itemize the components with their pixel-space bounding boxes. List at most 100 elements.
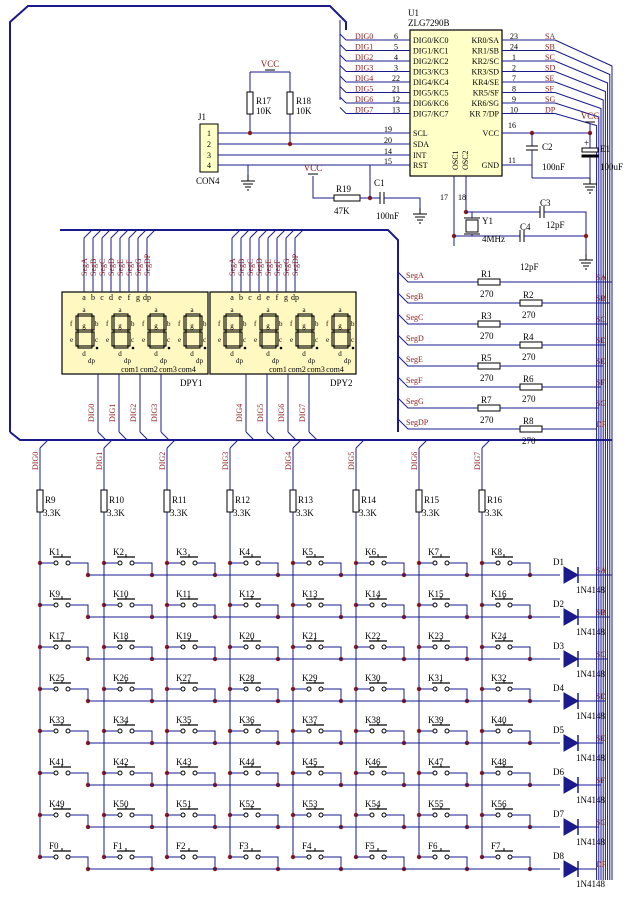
key-label: K8: [491, 547, 502, 557]
key-contact: [53, 686, 59, 692]
bus-entry: [128, 229, 138, 239]
display-com: com1: [269, 365, 287, 374]
resistor-ref: R1: [481, 269, 492, 279]
segment: [225, 313, 241, 317]
segment-label: dp: [88, 357, 96, 365]
bus-entry: [339, 54, 347, 62]
key-contact: [65, 686, 71, 692]
key-label: F6: [428, 841, 438, 851]
key-contact: [318, 644, 324, 650]
bus-entry: [339, 44, 347, 51]
resistor-r1: [477, 278, 501, 286]
u1-pin-name: DIG7/KC7: [413, 110, 449, 119]
key-contact: [255, 686, 261, 692]
segment-label: b: [95, 320, 99, 328]
key-wire: [197, 856, 216, 869]
key-contact: [318, 728, 324, 734]
u1-pin-name: GND: [482, 161, 500, 170]
key-contact: [255, 560, 261, 566]
net-label: SC: [596, 315, 606, 324]
diode-part: 1N4148: [576, 879, 605, 889]
key-label: K34: [113, 715, 129, 725]
key-label: K11: [176, 589, 191, 599]
diode-d6: [563, 776, 580, 794]
key-label: K16: [491, 589, 507, 599]
resistor-r9: [36, 489, 44, 513]
key-contact: [306, 686, 312, 692]
u1-pin-name: SCL: [413, 129, 428, 138]
u1-pin-number: 1: [512, 53, 516, 62]
key-contact: [495, 770, 501, 776]
net-label: DIG3: [355, 64, 373, 73]
key-contact: [507, 560, 513, 566]
segment-label: d: [302, 350, 306, 358]
segment-label: dp: [236, 357, 244, 365]
key-contact: [381, 602, 387, 608]
display-ref: DPY1: [180, 378, 203, 388]
resistor-ref: R12: [235, 495, 250, 505]
segment-net-label: SegA: [406, 271, 424, 280]
u1-pin-number: 18: [458, 193, 466, 202]
key-label: F7: [491, 841, 501, 851]
net-label: SF: [545, 85, 554, 94]
segment-label: e: [178, 336, 181, 344]
u1-pin-name: RST: [413, 161, 428, 170]
key-contact: [243, 602, 249, 608]
segment-label: e: [254, 336, 257, 344]
key-contact: [255, 812, 261, 818]
segment-label: c: [167, 336, 170, 344]
resistor-ref: R9: [45, 495, 56, 505]
key-contact: [192, 812, 198, 818]
key-contact: [381, 854, 387, 860]
key-label: K3: [176, 547, 187, 557]
key-label: K50: [113, 799, 129, 809]
resistor-r5: [477, 362, 501, 370]
u1-pin-number: 13: [392, 106, 400, 115]
key-contact: [318, 686, 324, 692]
segment: [239, 315, 243, 331]
u1-pin-number: 9: [512, 95, 516, 104]
resistor-ref: R10: [109, 495, 125, 505]
ground-symbol: [583, 178, 597, 194]
display-pin: dp: [291, 293, 299, 302]
key-wire: [449, 562, 468, 575]
key-contact: [507, 854, 513, 860]
key-label: K54: [365, 799, 381, 809]
net-label: SA: [545, 32, 555, 41]
key-contact: [243, 854, 249, 860]
key-label: K46: [365, 757, 381, 767]
display-pin: f: [276, 293, 279, 302]
key-label: K13: [302, 589, 318, 599]
segment: [311, 331, 315, 347]
segment: [333, 313, 349, 317]
resistor-r17: [246, 91, 254, 115]
vcc-label: VCC: [261, 59, 280, 69]
key-contact: [369, 770, 375, 776]
key-contact: [243, 644, 249, 650]
net-label: SA: [596, 566, 606, 575]
net-label: SD: [545, 64, 555, 73]
display-ref: DPY2: [330, 378, 353, 388]
dig-net-label: DIG1: [108, 404, 117, 422]
resistor-r12: [226, 489, 234, 513]
key-wire: [260, 772, 279, 785]
key-label: K31: [428, 673, 444, 683]
u1-pin-name: DIG0/KC0: [413, 36, 449, 45]
resistor-r11: [163, 489, 171, 513]
segment: [295, 315, 299, 331]
c2-ref: C2: [542, 142, 553, 152]
segment: [297, 313, 313, 317]
segment: [239, 331, 243, 347]
display-pin: c: [100, 293, 104, 302]
net-label: SF: [596, 776, 605, 785]
segment-label: a: [190, 306, 194, 314]
key-label: F0: [49, 841, 59, 851]
display-pin: g: [136, 293, 140, 302]
key-wire: [197, 730, 216, 743]
u1-pin-name: KR6/SG: [471, 99, 499, 108]
seven-segment-digit: [147, 313, 171, 350]
seven-segment-digit: [295, 313, 319, 350]
seg-bus-line: [554, 92, 602, 880]
segment-net-label: SegB: [406, 292, 423, 301]
u1-pin-number: 14: [384, 147, 392, 156]
